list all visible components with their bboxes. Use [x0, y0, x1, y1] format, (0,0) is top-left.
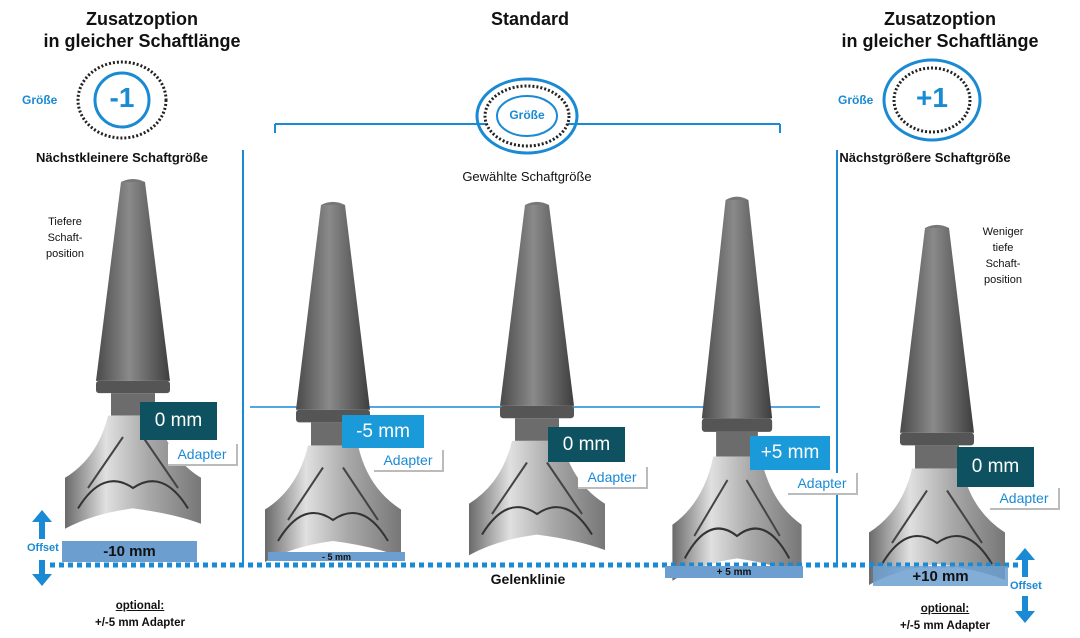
right-optional-note: optional:+/-5 mm Adapter: [899, 603, 990, 632]
left-mm-label: 0 mm: [140, 402, 217, 440]
right-size-label: Größe: [838, 93, 874, 107]
offset-bar-minus5: - 5 mm: [268, 552, 405, 562]
badge-standard-rings: [475, 77, 579, 155]
standard-0-label: 0 mm: [548, 427, 625, 462]
badge-plus1-rings: [882, 58, 982, 142]
standard-0-adapter: Adapter: [578, 467, 648, 489]
standard-minus5-adapter: Adapter: [374, 450, 444, 472]
implant-standard-plus5: [671, 195, 803, 582]
left-adapter-label: Adapter: [168, 444, 238, 466]
right-mm-label: 0 mm: [957, 447, 1034, 487]
badge-minus1: -1: [109, 82, 135, 113]
offset-bar-minus10: -10 mm: [62, 541, 197, 562]
implant-standard-0: [467, 200, 607, 557]
left-size-label: Größe: [22, 93, 58, 107]
right-offset-label: Offset: [1010, 580, 1042, 592]
offset-bar-plus5: + 5 mm: [665, 566, 803, 578]
offset-arrow-right: [1015, 548, 1035, 623]
implant-standard-minus5: [263, 200, 403, 564]
joint-line-label: Gelenklinie: [490, 571, 566, 587]
offset-bar-plus10: +10 mm: [873, 566, 1008, 586]
badge-standard: Größe: [509, 108, 545, 122]
badge-plus1: +1: [916, 82, 948, 113]
standard-minus5-label: -5 mm: [342, 415, 424, 448]
right-adapter-label: Adapter: [990, 488, 1060, 510]
left-optional-note: optional:+/-5 mm Adapter: [94, 600, 185, 629]
standard-title: Standard: [490, 9, 569, 29]
left-offset-label: Offset: [27, 542, 59, 554]
standard-caption: Gewählte Schaftgröße: [462, 169, 592, 184]
offset-arrow-left: [32, 510, 52, 586]
standard-plus5-adapter: Adapter: [788, 473, 858, 495]
left-caption: Nächstkleinere Schaftgröße: [36, 150, 208, 165]
standard-plus5-label: +5 mm: [750, 436, 830, 470]
right-caption: Nächstgrößere Schaftgröße: [839, 150, 1011, 165]
badge-minus1-rings: [76, 60, 168, 140]
